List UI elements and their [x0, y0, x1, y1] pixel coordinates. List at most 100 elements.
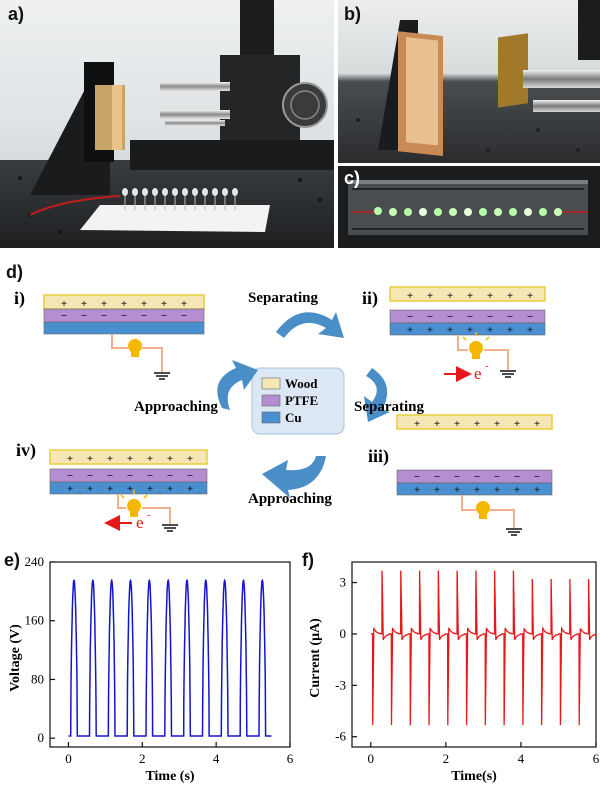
svg-text:+: +	[414, 418, 420, 430]
svg-text:+: +	[107, 453, 113, 465]
legend-swatch-cu	[261, 411, 281, 424]
lit-bulb-icon	[462, 332, 490, 359]
ground-icon	[500, 370, 516, 378]
svg-text:+: +	[507, 324, 513, 336]
electron-label-ii: e	[474, 364, 482, 383]
x-tick-label: 2	[139, 751, 146, 766]
svg-text:+: +	[507, 290, 513, 302]
arrow-label-bottom: Approaching	[248, 491, 332, 507]
cycle-arrows	[217, 312, 390, 498]
svg-text:+: +	[67, 483, 73, 495]
svg-text:+: +	[494, 484, 500, 496]
ground-icon	[506, 528, 522, 536]
arrow-label-left: Approaching	[134, 399, 218, 415]
svg-text:+: +	[147, 483, 153, 495]
photo-a-illustration	[0, 0, 334, 248]
svg-text:+: +	[474, 484, 480, 496]
ground-icon	[154, 372, 170, 380]
svg-text:−: −	[67, 470, 73, 482]
svg-text:−: −	[474, 471, 480, 483]
panel-label-e: e)	[4, 550, 21, 570]
device-state-iv: +++++++ −−−−−−− +++++++ e -	[49, 449, 208, 532]
svg-text:+: +	[534, 484, 540, 496]
svg-text:−: −	[87, 470, 93, 482]
state-label-iii: iii)	[368, 446, 389, 467]
ptfe-charges: −−−−−−−	[61, 310, 187, 322]
electron-label-iv: e	[136, 513, 144, 532]
svg-text:−: −	[434, 471, 440, 483]
svg-text:+: +	[454, 484, 460, 496]
svg-text:−: −	[127, 470, 133, 482]
svg-text:+: +	[487, 290, 493, 302]
svg-text:+: +	[187, 483, 193, 495]
svg-text:−: −	[121, 310, 127, 322]
state-label-i: i)	[14, 288, 25, 309]
current-series-line	[370, 570, 597, 726]
svg-text:−: −	[494, 471, 500, 483]
plot-frame	[49, 561, 291, 748]
led-row	[374, 207, 562, 216]
svg-text:+: +	[147, 453, 153, 465]
svg-text:−: −	[101, 310, 107, 322]
y-axis-title: Current (μA)	[308, 618, 323, 698]
svg-text:−: −	[167, 470, 173, 482]
svg-text:−: −	[181, 310, 187, 322]
svg-text:+: +	[467, 324, 473, 336]
y-tick-label: 3	[340, 575, 347, 590]
y-tick-label: 160	[25, 613, 45, 628]
y-tick-label: 0	[340, 626, 347, 641]
y-tick-label: -3	[335, 677, 346, 692]
svg-text:+: +	[527, 290, 533, 302]
arrow-top	[276, 312, 344, 338]
svg-text:+: +	[434, 418, 440, 430]
legend-swatch-ptfe	[261, 394, 281, 407]
legend-label-wood: Wood	[285, 376, 318, 391]
arrow-bottom	[262, 456, 326, 498]
photo-panel-a: a)	[0, 0, 334, 248]
legend-swatch-wood	[261, 377, 281, 390]
svg-text:+: +	[181, 298, 187, 310]
svg-text:+: +	[407, 324, 413, 336]
panel-label-f: f)	[302, 550, 314, 570]
x-tick-label: 4	[518, 751, 525, 766]
svg-text:+: +	[121, 298, 127, 310]
panel-label-a: a)	[8, 4, 25, 24]
svg-text:+: +	[514, 418, 520, 430]
svg-text:−: −	[534, 471, 540, 483]
svg-text:+: +	[487, 324, 493, 336]
lit-bulb-icon	[120, 490, 148, 517]
electron-sup-iv: -	[147, 509, 151, 521]
svg-text:−: −	[447, 311, 453, 323]
svg-text:+: +	[427, 324, 433, 336]
svg-text:+: +	[447, 290, 453, 302]
svg-text:−: −	[414, 471, 420, 483]
x-tick-label: 0	[65, 751, 72, 766]
arrow-label-right: Separating	[354, 399, 425, 415]
svg-text:+: +	[127, 453, 133, 465]
svg-text:+: +	[167, 453, 173, 465]
svg-text:+: +	[407, 290, 413, 302]
legend-label-cu: Cu	[285, 410, 302, 425]
photo-c-illustration	[338, 166, 600, 248]
device-state-iii: +++++++ −−−−−−− +++++++	[396, 414, 553, 536]
svg-text:+: +	[434, 484, 440, 496]
svg-text:+: +	[514, 484, 520, 496]
bulb-icon	[128, 339, 142, 357]
arrow-label-top: Separating	[248, 290, 319, 306]
x-tick-label: 6	[593, 751, 600, 766]
svg-text:+: +	[127, 483, 133, 495]
svg-text:−: −	[187, 470, 193, 482]
y-axis-title: Voltage (V)	[8, 624, 23, 692]
svg-text:+: +	[474, 418, 480, 430]
svg-text:−: −	[527, 311, 533, 323]
svg-text:−: −	[454, 471, 460, 483]
svg-text:−: −	[141, 310, 147, 322]
svg-text:−: −	[107, 470, 113, 482]
svg-text:+: +	[81, 298, 87, 310]
svg-text:−: −	[61, 310, 67, 322]
svg-text:−: −	[507, 311, 513, 323]
panel-label-d: d)	[6, 262, 23, 282]
